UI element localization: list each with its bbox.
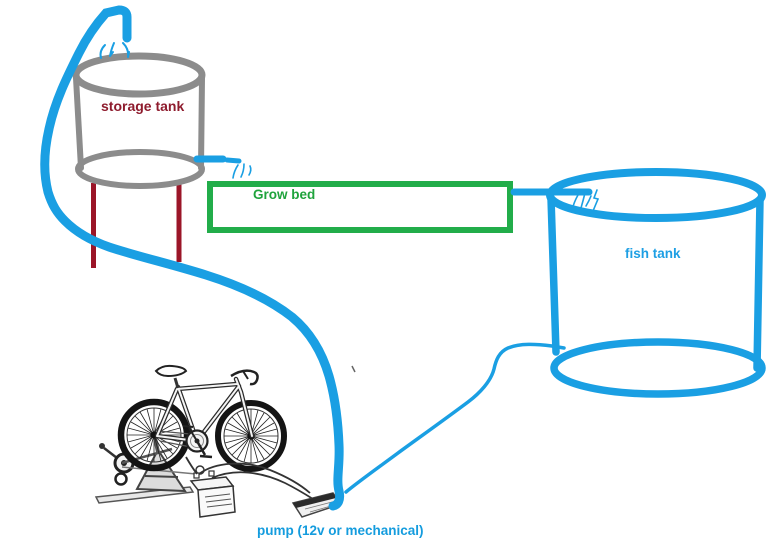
fish-tank-label: fish tank [625,246,681,261]
fishtank-to-pump-hose [344,342,566,494]
bike-frame [154,376,255,444]
storage-tank-legs [91,183,182,268]
wires [185,456,314,500]
storage-tank-splash-icon [99,42,130,59]
storage-tank-label: storage tank [101,98,185,114]
storage-tank-shape [72,52,206,189]
rear-wheel [117,398,191,472]
stray-mark [351,365,356,373]
grow-bed-label: Grow bed [253,187,316,202]
bicycle-trainer-illustration [94,364,287,504]
chain [157,430,192,448]
water-splash-icons [99,42,600,212]
pump-label: pump (12v or mechanical) [257,523,424,538]
fish-tank-shape [546,168,766,398]
saddle [154,364,188,389]
grow-bed-shape [207,181,513,233]
chainring [182,425,213,475]
handlebars [230,369,259,386]
battery-illustration [189,470,236,518]
storage-outlet-dash [224,157,242,164]
pump-to-storage-hose [40,5,345,511]
grow-bed-splash-icon [232,163,252,179]
water-pipes [40,5,593,511]
fish-tank-splash-icon [571,189,600,212]
